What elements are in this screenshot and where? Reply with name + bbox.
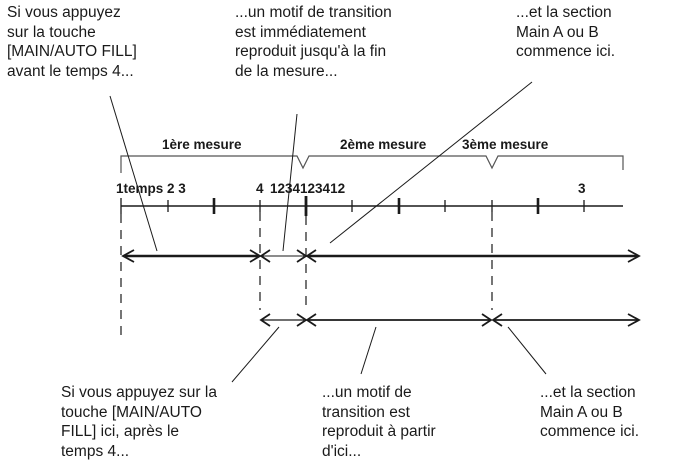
- measure-label-first: 1ère mesure: [162, 137, 242, 152]
- caption-bottom-middle: ...un motif de transition est reproduit …: [322, 384, 436, 460]
- caption-bottom-right: ...et la section Main A ou B commence ic…: [540, 384, 640, 440]
- measure-label-third: 3ème mesure: [462, 137, 549, 152]
- row2-arrows: [259, 313, 641, 327]
- caption-top-right: ...et la section Main A ou B commence ic…: [516, 4, 616, 60]
- measure-label-second: 2ème mesure: [340, 137, 427, 152]
- beat-label-four: 4: [256, 181, 264, 196]
- leader-lines: [109, 81, 547, 383]
- timeline-ticks: [120, 196, 585, 216]
- caption-top-left: Si vous appuyez sur la touche [MAIN/AUTO…: [7, 4, 137, 80]
- row1-arrows: [121, 249, 641, 263]
- measure-bracket: [120, 155, 624, 173]
- caption-top-middle: ...un motif de transition est immédiatem…: [235, 4, 392, 80]
- dashed-guides: [120, 212, 493, 340]
- beat-label-start: 1temps 2 3: [116, 181, 186, 196]
- beat-label-three: 3: [578, 181, 586, 196]
- beat-label-sequence: 1234123412: [270, 181, 345, 196]
- caption-bottom-left: Si vous appuyez sur la touche [MAIN/AUTO…: [61, 384, 217, 460]
